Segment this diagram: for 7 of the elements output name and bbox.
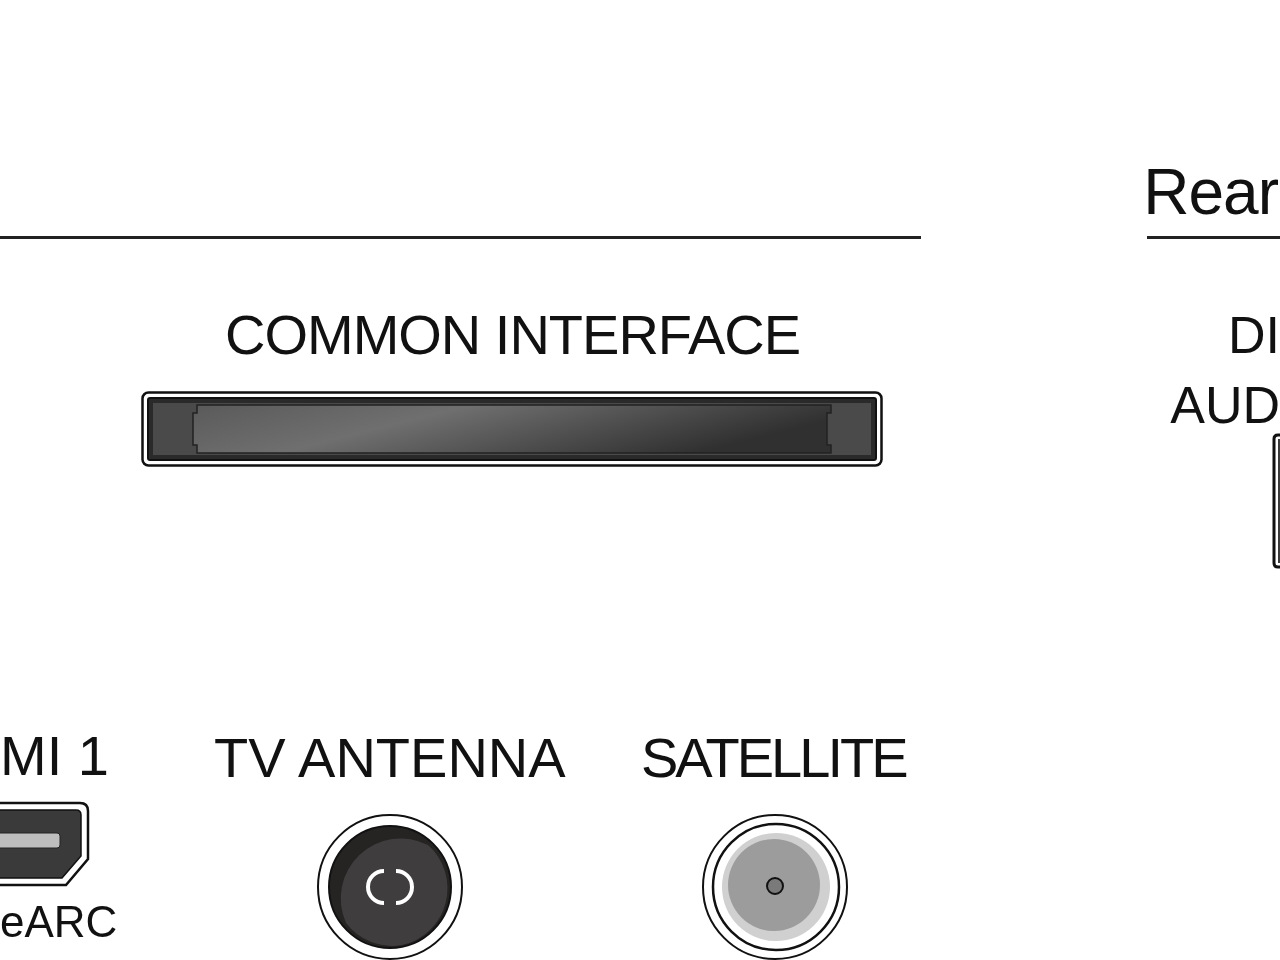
- port-label: COMMON INTERFACE: [225, 307, 801, 363]
- port-label: TV ANTENNA: [214, 730, 566, 786]
- port-label: eARC: [0, 900, 118, 944]
- section-title: Rear: [1143, 160, 1278, 224]
- port-label: SATELLITE: [641, 730, 906, 786]
- port-label: DI AUD: [1170, 305, 1280, 436]
- port-label: MI 1: [0, 728, 109, 784]
